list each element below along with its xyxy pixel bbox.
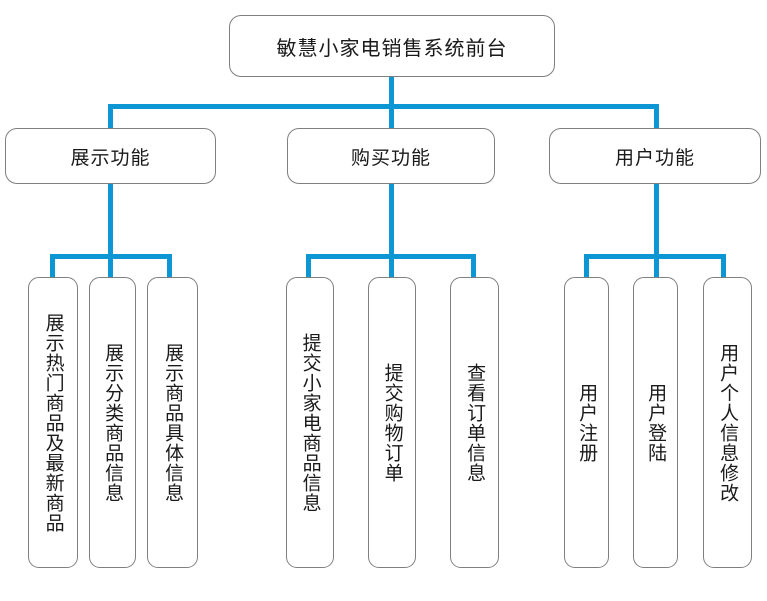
node-leaf-1-2-label: 展示分类商品信息 <box>102 342 124 503</box>
node-leaf-3-3-label: 用户个人信息修改 <box>717 342 739 503</box>
node-branch-1-label: 展示功能 <box>70 147 151 169</box>
node-branch-3[interactable]: 用户功能 <box>549 128 761 184</box>
connector-branch-1-drop-1 <box>50 254 55 279</box>
node-branch-2-label: 购买功能 <box>350 147 431 169</box>
node-leaf-2-1-label: 提交小家电商品信息 <box>299 332 321 513</box>
node-leaf-3-3[interactable]: 用户个人信息修改 <box>703 277 752 568</box>
connector-branch-2-drop-2 <box>389 254 394 279</box>
node-leaf-2-1[interactable]: 提交小家电商品信息 <box>286 277 334 568</box>
node-leaf-3-1[interactable]: 用户注册 <box>564 277 609 568</box>
node-leaf-1-3[interactable]: 展示商品具体信息 <box>147 277 198 568</box>
connector-drop-branch-2 <box>389 104 394 129</box>
connector-branch-3-stem <box>654 184 659 259</box>
connector-drop-branch-1 <box>108 104 113 129</box>
connector-branch-1-drop-3 <box>167 254 172 279</box>
node-branch-2[interactable]: 购买功能 <box>287 128 495 184</box>
connector-branch-3-drop-1 <box>584 254 589 279</box>
node-branch-3-label: 用户功能 <box>614 147 695 169</box>
connector-root-stem <box>389 77 394 108</box>
connector-branch-3-drop-3 <box>721 254 726 279</box>
node-leaf-1-1[interactable]: 展示热门商品及最新商品 <box>28 277 78 568</box>
node-leaf-2-3[interactable]: 查看订单信息 <box>450 277 499 568</box>
node-leaf-2-2-label: 提交购物订单 <box>381 362 403 483</box>
connector-level2-bus <box>108 104 659 109</box>
connector-branch-2-drop-3 <box>471 254 476 279</box>
node-leaf-1-2[interactable]: 展示分类商品信息 <box>89 277 136 568</box>
node-leaf-2-3-label: 查看订单信息 <box>464 362 486 483</box>
node-leaf-2-2[interactable]: 提交购物订单 <box>368 277 416 568</box>
connector-branch-2-stem <box>389 184 394 259</box>
node-leaf-1-3-label: 展示商品具体信息 <box>162 342 184 503</box>
node-leaf-3-1-label: 用户注册 <box>576 382 598 463</box>
node-leaf-1-1-label: 展示热门商品及最新商品 <box>42 312 64 533</box>
connector-branch-1-drop-2 <box>108 254 113 279</box>
connector-branch-3-drop-2 <box>654 254 659 279</box>
node-leaf-3-2[interactable]: 用户登陆 <box>633 277 678 568</box>
node-branch-1[interactable]: 展示功能 <box>5 128 216 184</box>
node-root-label: 敏慧小家电销售系统前台 <box>276 37 508 60</box>
node-leaf-3-2-label: 用户登陆 <box>645 382 667 463</box>
connector-drop-branch-3 <box>654 104 659 129</box>
connector-branch-2-drop-1 <box>306 254 311 279</box>
node-root[interactable]: 敏慧小家电销售系统前台 <box>229 15 555 77</box>
connector-branch-1-stem <box>108 184 113 259</box>
